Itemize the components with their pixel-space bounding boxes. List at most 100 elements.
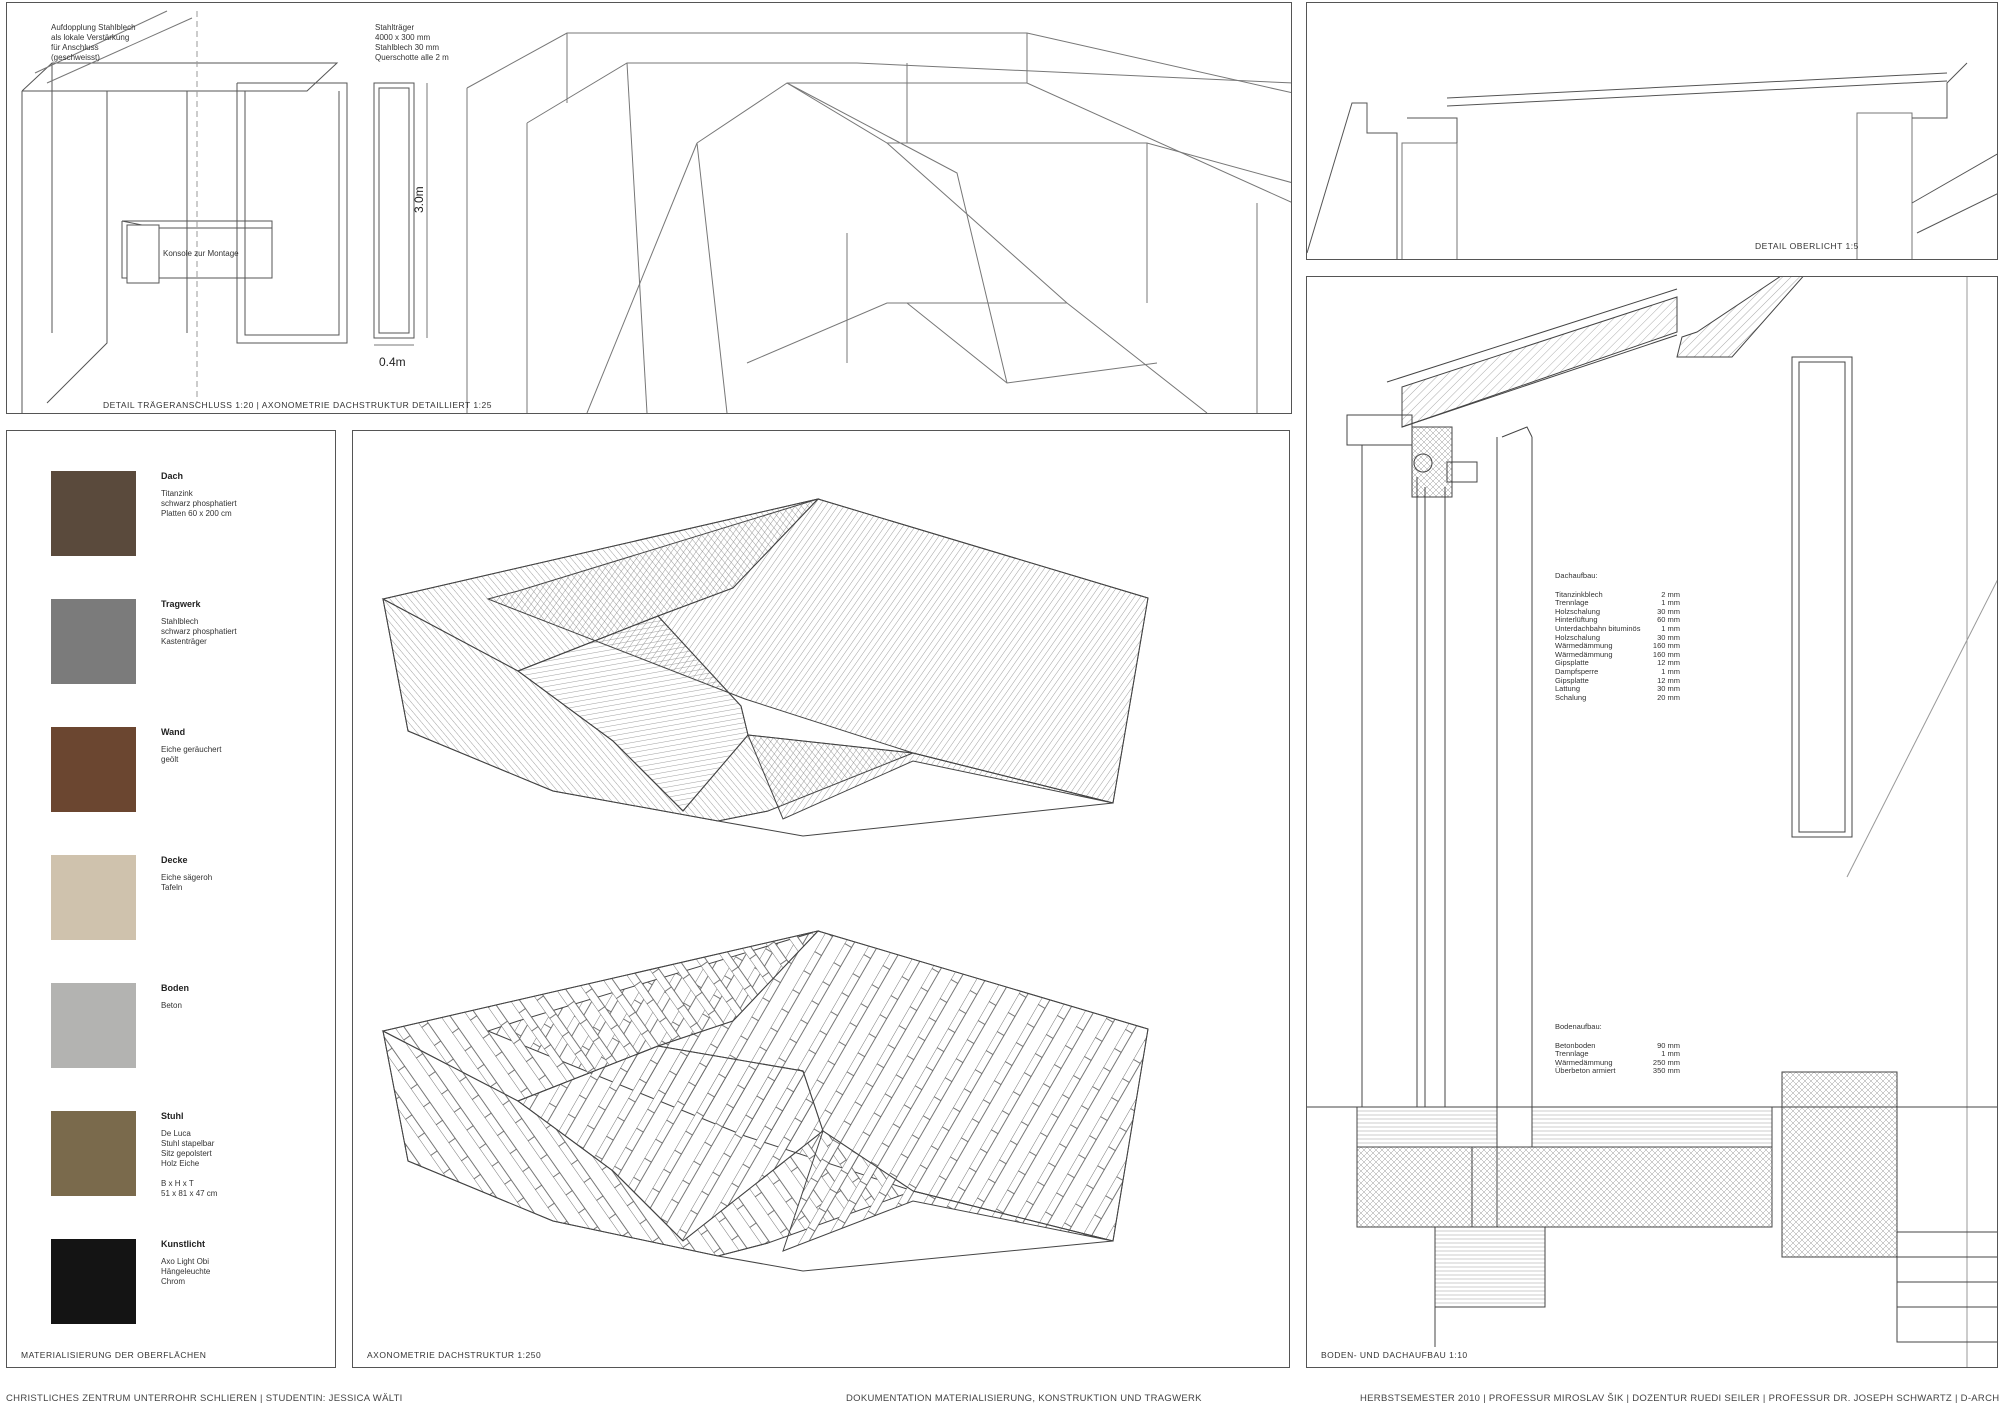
layer-name: Schalung: [1555, 692, 1587, 702]
panel-floor-roof-section: Dachaufbau: Titanzinkblech 2 mm Trennlage…: [1306, 276, 1998, 1368]
layer-name: Hinterlüftung: [1555, 615, 1598, 625]
beam-cross-section: [373, 82, 428, 346]
structure-drawing: [21, 10, 1291, 413]
layer-name: Überbeton armiert: [1555, 1066, 1616, 1076]
caption-materials: MATERIALISIERUNG DER OBERFLÄCHEN: [21, 1350, 207, 1360]
material-name: Dach: [161, 471, 184, 481]
layer-row: Hinterlüftung 60 mm: [1555, 616, 1680, 625]
layer-thickness: 12 mm: [1657, 675, 1680, 685]
layer-thickness: 1 mm: [1661, 598, 1680, 608]
layer-name: Wärmedämmung: [1555, 649, 1613, 659]
material-description: Titanzink schwarz phosphatiert Platten 6…: [161, 489, 237, 518]
panel-materials: Dach Titanzink schwarz phosphatiert Plat…: [6, 430, 336, 1368]
layer-name: Titanzinkblech: [1555, 589, 1603, 599]
material-name: Tragwerk: [161, 599, 201, 609]
annotation-stahltraeger: Stahlträger 4000 x 300 mm Stahlblech 30 …: [375, 23, 449, 62]
layer-thickness: 250 mm: [1652, 1057, 1680, 1067]
layer-thickness: 1 mm: [1661, 1049, 1680, 1059]
floor-layers-list: Bodenaufbau: Betonboden 90 mm Trennlage 1 …: [1555, 1022, 1680, 1076]
panel-skylight-detail: DETAIL OBERLICHT 1:5: [1306, 2, 1998, 260]
layer-thickness: 30 mm: [1657, 606, 1680, 616]
material-swatch: [51, 855, 136, 940]
material-swatch: [51, 727, 136, 812]
material-name: Decke: [161, 855, 188, 865]
roof-frame-axonometry: [381, 930, 1149, 1272]
layer-name: Holzschalung: [1555, 606, 1601, 616]
material-swatch: [51, 471, 136, 556]
layer-thickness: 90 mm: [1657, 1040, 1680, 1050]
material-description: De Luca Stuhl stapelbar Sitz gepolstert …: [161, 1129, 218, 1198]
material-swatch: [51, 1111, 136, 1196]
layer-name: Gipsplatte: [1555, 658, 1589, 668]
caption-structure-detail: DETAIL TRÄGERANSCHLUSS 1:20 | AXONOMETRI…: [103, 400, 492, 410]
layer-row: Titanzinkblech 2 mm: [1555, 589, 1680, 600]
panel-structure-detail: Aufdopplung Stahlblech als lokale Verstä…: [6, 2, 1292, 414]
layer-name: Gipsplatte: [1555, 675, 1589, 685]
layer-thickness: 1 mm: [1661, 623, 1680, 633]
footer-credits: HERBSTSEMESTER 2010 | PROFESSUR MIROSLAV…: [1360, 1393, 2000, 1404]
layer-name: Holzschalung: [1555, 632, 1601, 642]
layer-row: Schalung 20 mm: [1555, 692, 1680, 703]
footer-title: DOKUMENTATION MATERIALISIERUNG, KONSTRUK…: [846, 1393, 1202, 1404]
layer-name: Trennlage: [1555, 598, 1589, 608]
roof-layers-list: Dachaufbau: Titanzinkblech 2 mm Trennlage…: [1555, 571, 1680, 703]
layer-thickness: 160 mm: [1652, 641, 1680, 651]
material-item-kunstlicht: Kunstlicht Axo Light Obi Hängeleuchte Ch…: [43, 1239, 335, 1329]
material-name: Boden: [161, 983, 189, 993]
layer-thickness: 12 mm: [1657, 658, 1680, 668]
layer-row: Wärmedämmung 160 mm: [1555, 649, 1680, 660]
layer-row: Trennlage 1 mm: [1555, 599, 1680, 608]
layer-thickness: 60 mm: [1657, 615, 1680, 625]
layer-row: Gipsplatte 12 mm: [1555, 659, 1680, 668]
layer-name: Betonboden: [1555, 1040, 1596, 1050]
annotation-konsole: Konsole zur Montage: [163, 249, 239, 258]
roof-buildup-section: [1346, 277, 1804, 498]
roof-cladding-axonometry: [381, 498, 1149, 837]
caption-roof-axonometry: AXONOMETRIE DACHSTRUKTUR 1:250: [367, 1350, 542, 1360]
floor-layers-title: Bodenaufbau:: [1555, 1022, 1602, 1031]
layer-thickness: 1 mm: [1661, 666, 1680, 676]
material-name: Wand: [161, 727, 186, 737]
caption-skylight-detail: DETAIL OBERLICHT 1:5: [1755, 241, 1859, 251]
beam-connection-detail: [21, 10, 348, 413]
layer-row: Holzschalung 30 mm: [1555, 606, 1680, 617]
material-swatch: [51, 599, 136, 684]
material-name: Kunstlicht: [161, 1239, 205, 1249]
material-description: Stahlblech schwarz phosphatiert Kastentr…: [161, 617, 237, 646]
caption-section: BODEN- UND DACHAUFBAU 1:10: [1321, 1350, 1468, 1360]
layer-name: Wärmedämmung: [1555, 1057, 1613, 1067]
layer-name: Dampfsperre: [1555, 666, 1599, 676]
material-description: Eiche sägeroh Tafeln: [161, 873, 213, 892]
layer-row: Dampfsperre 1 mm: [1555, 666, 1680, 677]
layer-row: Betonboden 90 mm: [1555, 1040, 1680, 1051]
layer-thickness: 2 mm: [1661, 589, 1680, 599]
section-drawing: [1307, 277, 1997, 1367]
layer-thickness: 160 mm: [1652, 649, 1680, 659]
panel-roof-axonometry: AXONOMETRIE DACHSTRUKTUR 1:250: [352, 430, 1290, 1368]
roof-structure-axonometry: [466, 32, 1291, 413]
dimension-width: 0.4m: [379, 355, 406, 369]
material-item-decke: Decke Eiche sägeroh Tafeln: [43, 855, 335, 945]
layer-name: Unterdachbahn bituminös: [1555, 623, 1641, 633]
material-item-stuhl: Stuhl De Luca Stuhl stapelbar Sitz gepol…: [43, 1111, 335, 1201]
footer-project: CHRISTLICHES ZENTRUM UNTERROHR SCHLIEREN…: [6, 1393, 403, 1404]
roof-layers-title: Dachaufbau:: [1555, 571, 1598, 580]
material-item-dach: Dach Titanzink schwarz phosphatiert Plat…: [43, 471, 335, 561]
layer-row: Wärmedämmung 160 mm: [1555, 642, 1680, 651]
material-item-tragwerk: Tragwerk Stahlblech schwarz phosphatiert…: [43, 599, 335, 689]
floor-buildup-section: [1307, 1071, 1997, 1347]
roof-axonometry-drawing: [381, 498, 1149, 1272]
material-swatch: [51, 1239, 136, 1324]
layer-name: Wärmedämmung: [1555, 641, 1613, 651]
layer-row: Unterdachbahn bituminös 1 mm: [1555, 623, 1680, 634]
material-name: Stuhl: [161, 1111, 184, 1121]
layer-row: Trennlage 1 mm: [1555, 1050, 1680, 1059]
layer-thickness: 20 mm: [1657, 692, 1680, 702]
material-item-wand: Wand Eiche geräuchert geölt: [43, 727, 335, 817]
layer-name: Trennlage: [1555, 1049, 1589, 1059]
material-swatch: [51, 983, 136, 1068]
layer-name: Lattung: [1555, 684, 1581, 694]
